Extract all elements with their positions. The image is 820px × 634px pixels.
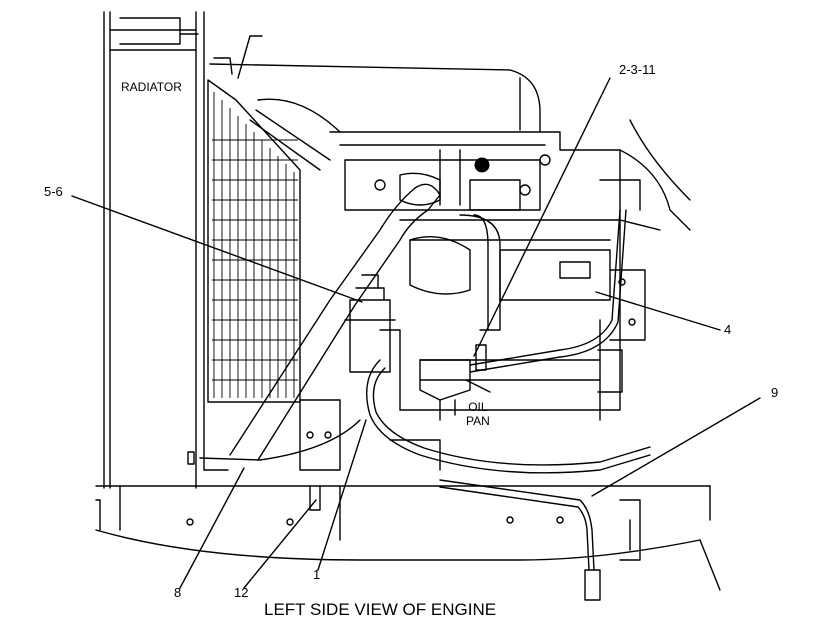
oil-pan-label-line1: OIL — [468, 400, 488, 414]
fuel-filter — [344, 274, 396, 373]
leader-9 — [591, 397, 761, 497]
radiator-housing — [103, 11, 229, 489]
frame-rail — [95, 451, 721, 591]
leader-1 — [317, 419, 367, 571]
upper-shroud — [209, 35, 541, 171]
leader-4 — [595, 291, 721, 331]
callout-12: 12 — [234, 585, 249, 600]
callout-9: 9 — [771, 385, 779, 400]
oil-pan-label-line2: PAN — [466, 414, 490, 428]
leader-2-3-11 — [473, 77, 611, 357]
top-components — [374, 154, 551, 331]
callout-2-3-11: 2-3-11 — [619, 62, 656, 77]
engine-block — [329, 119, 691, 421]
leader-8 — [179, 467, 245, 589]
callout-1: 1 — [313, 567, 321, 582]
callout-4: 4 — [724, 322, 732, 337]
radiator-label: RADIATOR — [121, 80, 182, 94]
diagram-title: LEFT SIDE VIEW OF ENGINE — [264, 600, 497, 619]
oil-pan-label: OIL PAN — [466, 400, 490, 428]
drain-lines — [199, 209, 651, 601]
coolant-hose — [229, 183, 441, 461]
leader-12 — [243, 499, 317, 589]
leader-lines — [71, 77, 761, 589]
radiator-core — [207, 79, 301, 403]
callout-8: 8 — [174, 585, 182, 600]
leader-5-6 — [71, 195, 363, 303]
callout-5-6: 5-6 — [44, 184, 63, 199]
